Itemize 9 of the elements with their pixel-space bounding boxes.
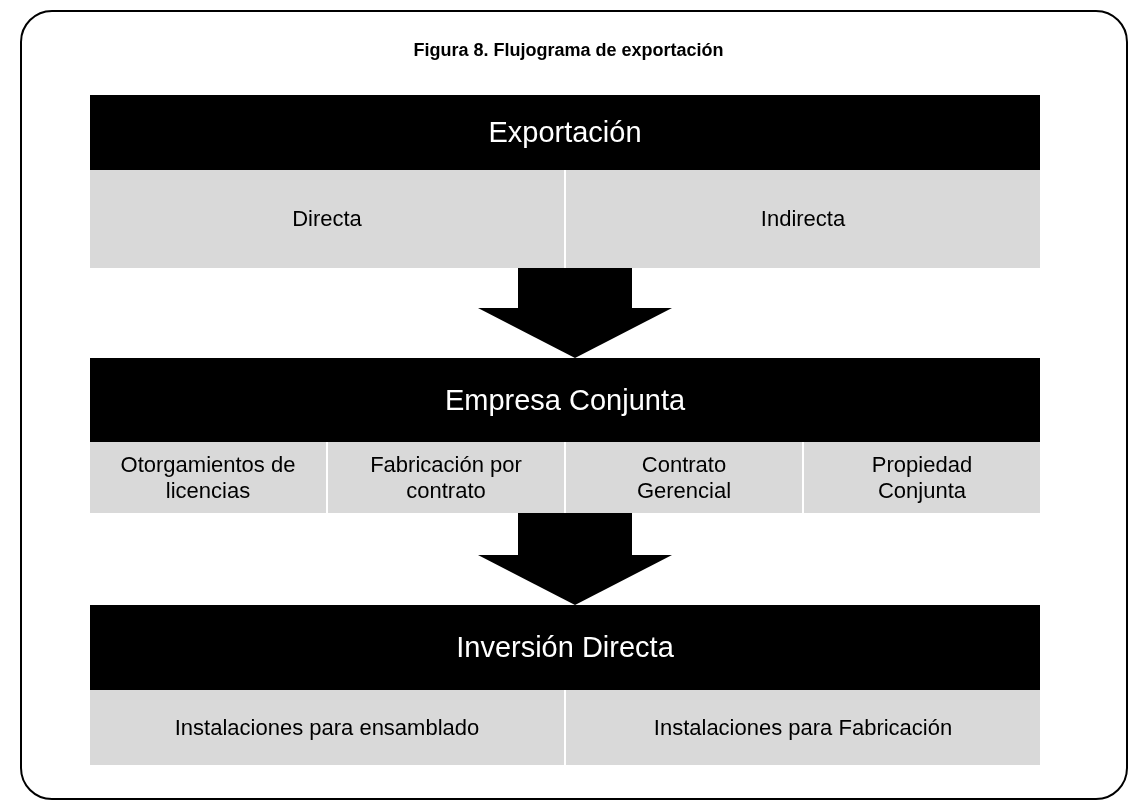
figure-title: Figura 8. Flujograma de exportación	[412, 40, 725, 61]
stage-panel	[90, 95, 1040, 268]
block-arrow	[478, 268, 672, 358]
stage-title: Inversión Directa	[90, 605, 1040, 690]
stage-title: Empresa Conjunta	[90, 358, 1040, 442]
block-arrow	[478, 513, 672, 605]
stage-panel	[90, 605, 1040, 765]
stage-title: Exportación	[90, 95, 1040, 170]
stage-panel	[90, 358, 1040, 513]
